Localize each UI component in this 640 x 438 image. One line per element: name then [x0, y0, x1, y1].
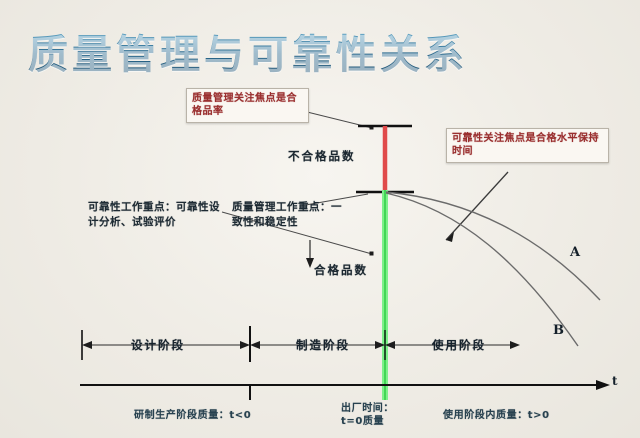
arrow-qualified-count — [306, 240, 314, 268]
curve-a — [385, 191, 601, 301]
curve-b — [385, 192, 579, 347]
note-quality-work: 质量管理工作重点：一致性和稳定性 — [232, 201, 342, 228]
callout-reliability-focus: 可靠性关注焦点是合格水平保持时间 — [446, 128, 609, 163]
axis-time — [80, 380, 610, 390]
caption-ship-time-line1: 出厂时间： — [341, 403, 394, 414]
label-qualified-count: 合格品数 — [314, 263, 368, 277]
caption-development-quality: 研制生产阶段质量：t<0 — [134, 410, 252, 421]
phase-label-manufacture: 制造阶段 — [296, 338, 350, 352]
phase-label-use: 使用阶段 — [432, 338, 486, 352]
label-series-b: B — [553, 323, 564, 338]
leader-line-quality-callout — [298, 109, 374, 130]
caption-ship-time: 出厂时间： t=0质量 — [341, 402, 394, 428]
page-title: 质量管理与可靠性关系 — [28, 32, 488, 78]
caption-usage-quality: 使用阶段内质量：t>0 — [443, 410, 550, 421]
callout-quality-focus: 质量管理关注焦点是合格品率 — [186, 88, 309, 123]
label-axis-time: t — [612, 374, 618, 388]
leader-line-reliability-callout — [445, 171, 509, 242]
label-series-a: A — [570, 245, 581, 260]
label-defective-count: 不合格品数 — [288, 149, 356, 163]
caption-ship-time-line2: t=0质量 — [341, 416, 385, 427]
phase-label-design: 设计阶段 — [131, 338, 185, 352]
note-reliability-work: 可靠性工作重点：可靠性设计分析、试验评价 — [88, 201, 220, 228]
